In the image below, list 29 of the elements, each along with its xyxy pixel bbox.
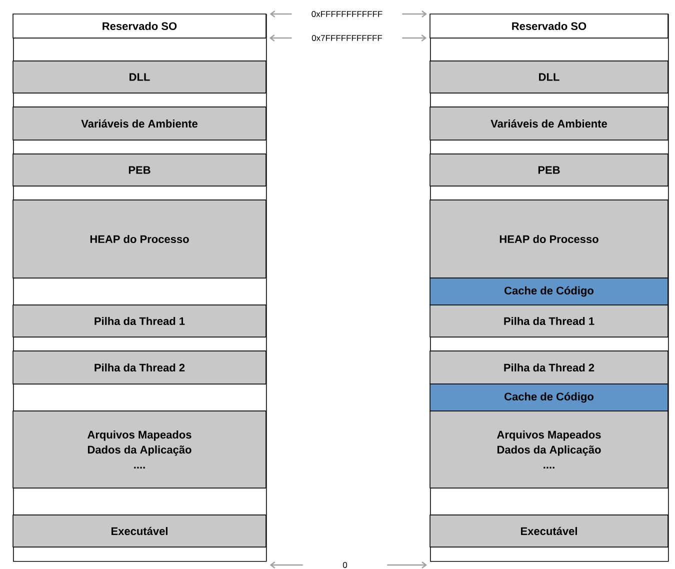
memory-block: DLL bbox=[12, 60, 266, 94]
memory-block: HEAP do Processo bbox=[12, 200, 266, 278]
arrow bbox=[387, 562, 427, 568]
code-cache-block: Cache de Código bbox=[430, 278, 668, 306]
memory-block: Executável bbox=[430, 514, 668, 548]
memory-block: Variáveis de Ambiente bbox=[12, 106, 266, 140]
arrow bbox=[402, 10, 427, 18]
memory-block: Pilha da Thread 2 bbox=[12, 350, 266, 384]
reserved-block: Reservado SO bbox=[12, 14, 266, 38]
memory-block: PEB bbox=[430, 154, 668, 186]
memory-block: Arquivos Mapeados Dados da Aplicação .... bbox=[12, 410, 266, 488]
memory-block: Pilha da Thread 1 bbox=[12, 304, 266, 338]
memory-block: DLL bbox=[430, 60, 668, 94]
memory-block: Pilha da Thread 2 bbox=[430, 350, 668, 384]
memory-block: PEB bbox=[12, 154, 266, 186]
memory-block: Variáveis de Ambiente bbox=[430, 106, 668, 140]
arrow bbox=[269, 34, 292, 42]
address-label: 0 bbox=[342, 562, 348, 568]
memory-block: Arquivos Mapeados Dados da Aplicação .... bbox=[430, 410, 668, 488]
arrow bbox=[402, 34, 427, 42]
code-cache-block: Cache de Código bbox=[430, 384, 668, 412]
reserved-block: Reservado SO bbox=[430, 14, 668, 38]
memory-block: HEAP do Processo bbox=[430, 200, 668, 278]
arrow bbox=[270, 10, 292, 18]
arrow bbox=[270, 562, 303, 568]
memory-block: Pilha da Thread 1 bbox=[430, 304, 668, 338]
address-label: 0x7FFFFFFFFFFF bbox=[312, 35, 382, 41]
address-label: 0xFFFFFFFFFFFF bbox=[312, 11, 382, 17]
memory-block: Executável bbox=[12, 514, 266, 548]
